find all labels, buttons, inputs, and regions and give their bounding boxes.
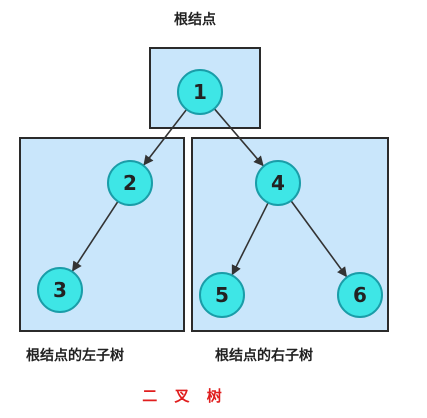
- edge-4-5: [231, 202, 269, 276]
- tree-nodes: 1 2 3 4 5 6: [37, 69, 383, 318]
- node-label: 4: [271, 171, 285, 195]
- edge-1-2: [143, 108, 188, 166]
- tree-node-6: 6: [337, 272, 383, 318]
- node-label: 3: [53, 278, 67, 302]
- node-label: 5: [215, 283, 229, 307]
- node-circle: [177, 69, 223, 115]
- node-circle: [255, 160, 301, 206]
- tree-edges: [71, 108, 348, 278]
- edge-4-6: [290, 200, 348, 278]
- diagram-title: 二 叉 树: [142, 387, 227, 405]
- node-circle: [37, 267, 83, 313]
- tree-node-1: 1: [177, 69, 223, 115]
- tree-node-3: 3: [37, 267, 83, 313]
- node-label: 2: [123, 171, 137, 195]
- tree-node-2: 2: [107, 160, 153, 206]
- tree-node-5: 5: [199, 272, 245, 318]
- right-subtree-caption: 根结点的右子树: [215, 347, 313, 364]
- node-label: 1: [193, 80, 207, 104]
- node-circle: [107, 160, 153, 206]
- edge-2-3: [71, 200, 119, 272]
- node-circle: [199, 272, 245, 318]
- node-label: 6: [353, 283, 367, 307]
- root-caption: 根结点: [174, 11, 216, 28]
- tree-node-4: 4: [255, 160, 301, 206]
- edge-1-4: [213, 108, 264, 167]
- left-subtree-caption: 根结点的左子树: [26, 347, 124, 364]
- node-circle: [337, 272, 383, 318]
